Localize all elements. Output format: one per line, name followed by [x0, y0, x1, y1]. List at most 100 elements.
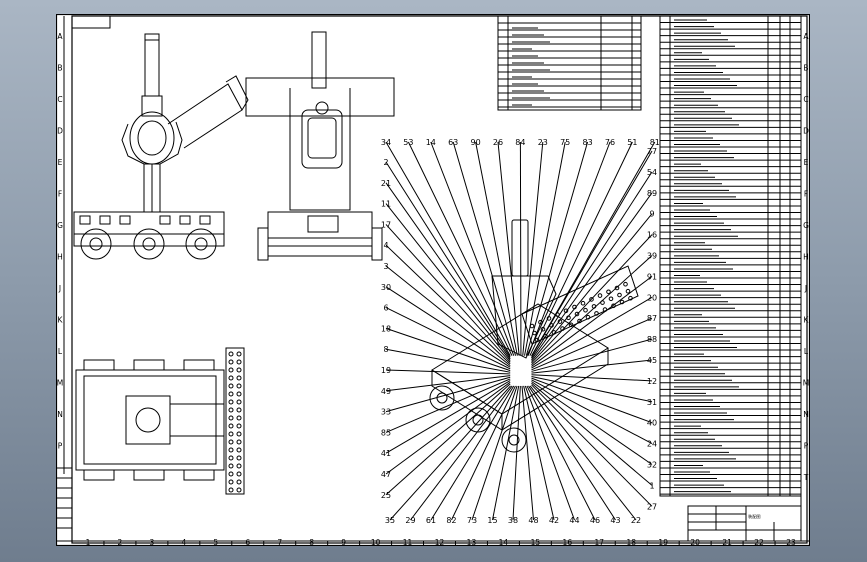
- leader-lines: [385, 141, 656, 521]
- balloon-label: 88: [647, 335, 657, 344]
- balloon-label: 43: [610, 516, 620, 525]
- leader-line: [525, 141, 589, 356]
- leader-line: [385, 286, 511, 368]
- leader-line: [531, 255, 653, 366]
- balloon-label: 42: [549, 516, 559, 525]
- leader-line: [430, 141, 515, 356]
- row-zone-label-right: J: [804, 284, 807, 293]
- balloon-label: 90: [471, 138, 481, 147]
- column-zone-label: 22: [754, 538, 764, 546]
- balloon-label: 12: [647, 377, 657, 386]
- row-zone-label-left: K: [58, 316, 64, 325]
- leader-line: [531, 384, 653, 507]
- leader-line: [385, 307, 511, 370]
- leader-line: [385, 376, 511, 413]
- row-zone-label-right: T: [803, 473, 809, 482]
- row-zone-label-left: B: [57, 64, 62, 73]
- balloon-label: 48: [528, 516, 538, 525]
- balloon-label: 34: [381, 138, 391, 147]
- column-zone-label: 9: [341, 538, 346, 546]
- leader-line: [531, 296, 653, 369]
- leader-line: [385, 182, 511, 360]
- balloon-label: 38: [508, 516, 518, 525]
- leader-line: [471, 385, 518, 521]
- top-view: [75, 347, 245, 495]
- leader-line: [385, 369, 511, 375]
- balloon-label: 49: [381, 387, 391, 396]
- balloon-label: 33: [381, 408, 391, 417]
- balloon-label: 31: [647, 398, 657, 407]
- leader-line: [385, 378, 511, 433]
- balloon-label: 21: [381, 179, 391, 188]
- leader-line: [522, 141, 544, 356]
- leader-line: [385, 161, 511, 358]
- balloon-label: 35: [385, 516, 395, 525]
- balloon-label: 41: [381, 449, 391, 458]
- title-block: 装配图: [687, 505, 802, 542]
- leader-line: [385, 381, 511, 475]
- balloon-label: 17: [381, 220, 391, 229]
- leader-line: [519, 141, 522, 356]
- balloon-label: 6: [383, 304, 388, 313]
- leader-line: [385, 265, 511, 366]
- balloon-label: 23: [538, 138, 548, 147]
- leader-line: [385, 327, 511, 372]
- row-zone-label-left: A: [57, 32, 63, 41]
- balloon-label: 27: [647, 502, 657, 511]
- leader-line: [497, 141, 520, 356]
- leader-line: [523, 385, 555, 521]
- row-zone-label-left: F: [58, 190, 62, 199]
- balloon-label: 39: [647, 252, 657, 261]
- balloon-label: 40: [647, 419, 657, 428]
- row-zone-label-right: P: [804, 442, 809, 451]
- leader-line: [531, 171, 653, 359]
- column-zone-label: 19: [658, 538, 668, 546]
- row-zone-label-left: G: [57, 221, 63, 230]
- leader-line: [529, 141, 633, 356]
- balloon-label: 44: [569, 516, 579, 525]
- inner-frame: [71, 15, 808, 544]
- column-zone-label: 4: [181, 538, 186, 546]
- leader-line: [475, 141, 518, 356]
- balloon-label: 3: [383, 262, 388, 271]
- balloon-label: 2: [383, 158, 388, 167]
- row-zone-label-left: C: [57, 95, 62, 104]
- row-zone-label-right: H: [803, 253, 809, 262]
- leader-line: [526, 385, 596, 521]
- row-zone-label-right: K: [804, 316, 810, 325]
- row-zone-label-left: N: [57, 410, 63, 419]
- column-zone-label: 1: [86, 538, 91, 546]
- row-zone-label-right: D: [803, 127, 809, 136]
- balloon-label: 89: [647, 189, 657, 198]
- row-zone-label-right: L: [804, 347, 809, 356]
- balloon-label: 54: [647, 168, 657, 177]
- leader-line: [531, 338, 653, 372]
- balloon-label: 91: [647, 272, 657, 281]
- leader-line: [385, 203, 511, 361]
- column-zone-label: 20: [690, 538, 700, 546]
- balloon-label: 20: [647, 293, 657, 302]
- leader-line: [531, 150, 653, 357]
- column-zone-label: 18: [626, 538, 636, 546]
- leader-line: [528, 385, 616, 521]
- row-zone-label-left: J: [58, 284, 61, 293]
- row-zone-label-left: M: [57, 379, 63, 388]
- row-zone-label-right: C: [803, 95, 808, 104]
- row-zone-label-right: M: [803, 379, 809, 388]
- balloon-label: 11: [381, 200, 391, 209]
- leader-line: [385, 348, 511, 373]
- leader-line: [492, 385, 520, 521]
- leader-line: [385, 383, 511, 496]
- balloon-label: 9: [649, 210, 654, 219]
- balloon-label: 26: [493, 138, 503, 147]
- row-zone-label-left: L: [58, 347, 63, 356]
- row-zone-label-left: P: [58, 442, 63, 451]
- column-zone-label: 5: [213, 538, 218, 546]
- balloon-label: 25: [381, 491, 391, 500]
- balloon-label: 77: [647, 147, 657, 156]
- leader-line: [410, 385, 513, 521]
- leader-line: [385, 224, 511, 363]
- balloon-label: 24: [647, 440, 657, 449]
